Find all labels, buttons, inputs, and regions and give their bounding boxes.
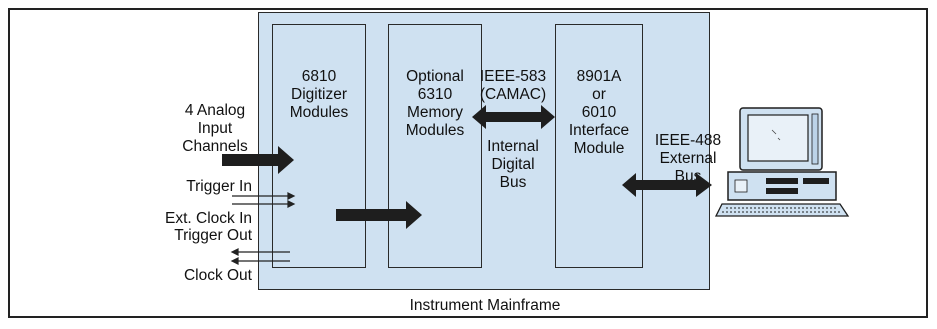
interface-label-3: 6010 xyxy=(558,104,640,122)
internal-bus-label-2: Digital xyxy=(473,156,553,174)
trigger-out-label: Trigger Out xyxy=(130,227,252,245)
camac-label-1: IEEE-583 xyxy=(468,68,558,86)
digitizer-label-3: Modules xyxy=(279,104,359,122)
trigger-in-label: Trigger In xyxy=(150,178,252,196)
digitizer-label-2: Digitizer xyxy=(279,86,359,104)
analog-label-2: Input xyxy=(170,120,260,138)
digitizer-label-1: 6810 xyxy=(284,68,354,86)
internal-bus-label-3: Bus xyxy=(473,174,553,192)
interface-label-1: 8901A xyxy=(558,68,640,86)
ext-clock-in-label: Ext. Clock In xyxy=(130,210,252,228)
memory-module-box xyxy=(388,24,482,268)
clock-out-label: Clock Out xyxy=(130,267,252,285)
memory-label-1: Optional xyxy=(390,68,480,86)
external-bus-label-2: External xyxy=(650,150,726,168)
camac-label-2: (CAMAC) xyxy=(468,86,558,104)
internal-bus-label-1: Internal xyxy=(473,138,553,156)
interface-label-4: Interface xyxy=(558,122,640,140)
memory-label-3: Memory xyxy=(390,104,480,122)
interface-label-2: or xyxy=(558,86,640,104)
analog-label-3: Channels xyxy=(170,138,260,156)
analog-label-1: 4 Analog xyxy=(170,102,260,120)
memory-label-2: 6310 xyxy=(390,86,480,104)
interface-label-5: Module xyxy=(558,140,640,158)
mainframe-label: Instrument Mainframe xyxy=(360,297,610,315)
memory-label-4: Modules xyxy=(390,122,480,140)
digitizer-module-box xyxy=(272,24,366,268)
external-bus-label-3: Bus xyxy=(650,168,726,186)
external-bus-label-1: IEEE-488 xyxy=(650,132,726,150)
